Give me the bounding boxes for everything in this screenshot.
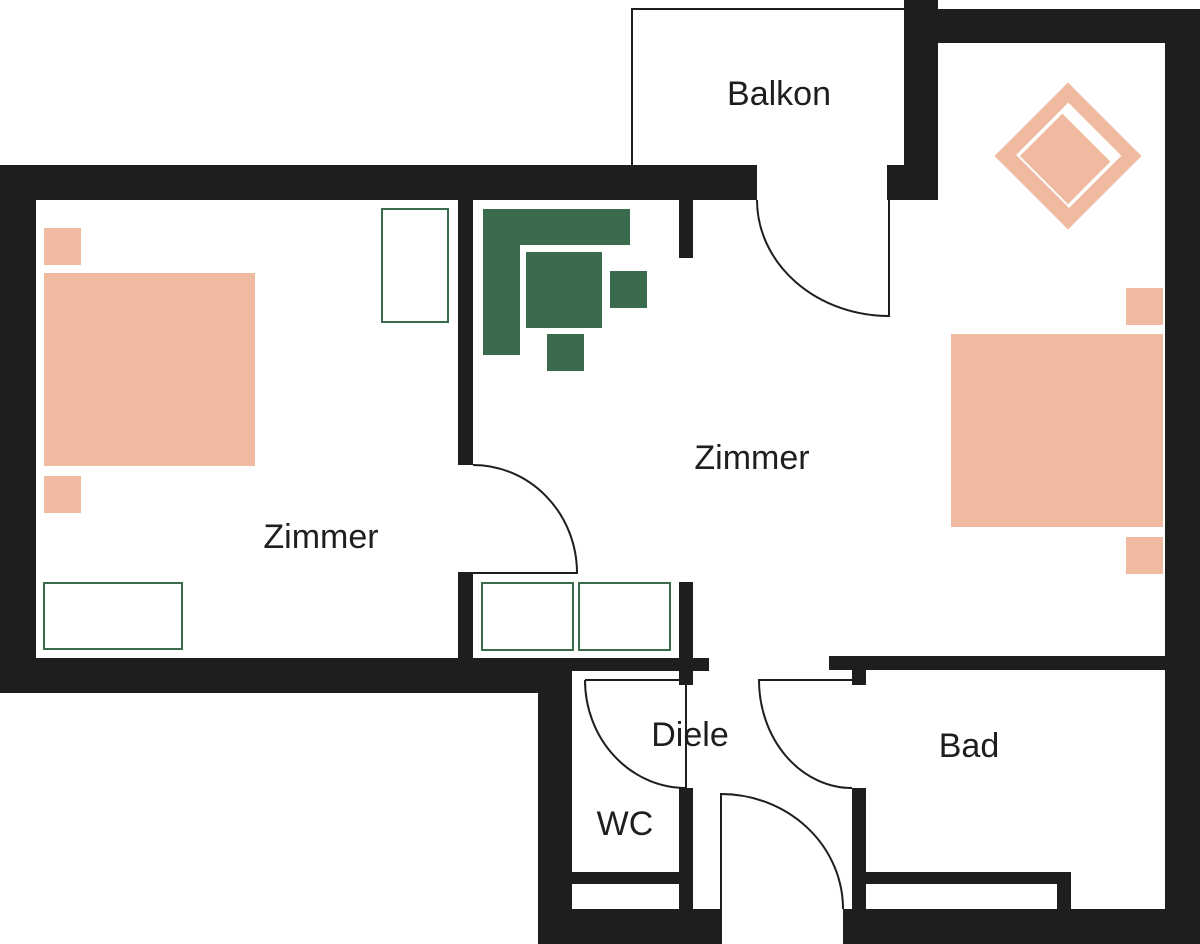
nightstand-icon [1126, 288, 1163, 325]
wall-top-right [904, 9, 1200, 43]
wardrobe-icon [381, 208, 449, 323]
wall-top-left [0, 165, 757, 200]
wall-divider-right [829, 656, 1165, 670]
nightstand-icon [44, 228, 81, 265]
room-labels: Balkon Zimmer Zimmer Diele WC Bad [263, 75, 999, 843]
right-room-furniture [951, 82, 1163, 574]
pouf-icon [547, 334, 584, 371]
pouf-icon [610, 271, 647, 308]
wall-bottom-right [843, 909, 1200, 944]
wardrobe-icon [481, 582, 574, 651]
center-room-furniture [481, 209, 671, 651]
nightstand-icon [44, 476, 81, 513]
wall-bottom-entrance-left [538, 909, 721, 944]
wall-bath-left [852, 788, 866, 909]
doors [472, 199, 890, 944]
coffee-table-icon [526, 252, 602, 328]
corner-sofa-icon [483, 209, 630, 355]
door-swing-icon [756, 199, 890, 318]
wall-stub-balcony [887, 165, 938, 200]
wall-interior-lower [458, 572, 473, 658]
left-room-furniture [43, 208, 449, 650]
wall-left [0, 165, 36, 693]
wardrobe-icon [578, 582, 671, 651]
wall-bath-window-end [1057, 872, 1071, 909]
wall-divider-left [572, 658, 709, 671]
wall-wc-right [679, 788, 693, 919]
room-label-hall: Diele [651, 716, 728, 754]
bed-icon [44, 273, 255, 466]
wall-right [1165, 9, 1200, 944]
wall-wc-bottom [572, 872, 693, 884]
bed-icon [951, 334, 1163, 527]
nightstand-icon [1126, 537, 1163, 574]
wardrobe-icon [43, 582, 183, 650]
door-swing-icon [757, 679, 853, 789]
door-swing-icon [720, 792, 844, 944]
wall-stub-bath [852, 670, 866, 685]
wall-interior-upper [458, 200, 473, 465]
wall-bottom-left [0, 658, 572, 693]
door-swing-icon [584, 679, 687, 790]
balcony-outline [631, 8, 904, 165]
room-label-center-room: Zimmer [694, 439, 809, 477]
wall-lower-left [538, 693, 572, 944]
room-label-balcony: Balkon [727, 75, 831, 113]
room-label-left-room: Zimmer [263, 518, 378, 556]
door-swing-icon [472, 464, 579, 574]
room-label-bath: Bad [939, 727, 1000, 765]
wall-bath-window [866, 872, 1071, 884]
wall-post-top [679, 200, 693, 258]
armchair-icon [994, 82, 1142, 230]
room-label-wc: WC [597, 805, 654, 843]
